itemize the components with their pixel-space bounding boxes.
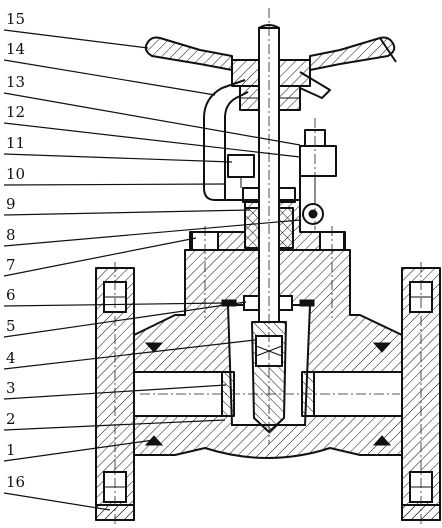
label-4: 4 — [6, 349, 16, 367]
label-8: 8 — [6, 226, 16, 244]
label-1: 1 — [6, 441, 16, 459]
gland-bolts — [227, 129, 337, 204]
label-3: 3 — [6, 379, 16, 397]
label-6: 6 — [6, 286, 16, 304]
label-2: 2 — [6, 410, 16, 428]
label-16: 16 — [6, 473, 26, 491]
label-10: 10 — [6, 165, 26, 183]
label-11: 11 — [6, 134, 26, 152]
label-7: 7 — [6, 256, 16, 274]
label-14: 14 — [6, 40, 26, 58]
label-5: 5 — [6, 317, 16, 335]
packing — [242, 187, 324, 249]
label-12: 12 — [6, 103, 26, 121]
label-13: 13 — [6, 73, 26, 91]
label-15: 15 — [6, 10, 26, 28]
handwheel — [144, 36, 397, 99]
centerlines — [114, 8, 422, 524]
leader-lines — [3, 29, 301, 511]
label-9: 9 — [6, 195, 16, 213]
